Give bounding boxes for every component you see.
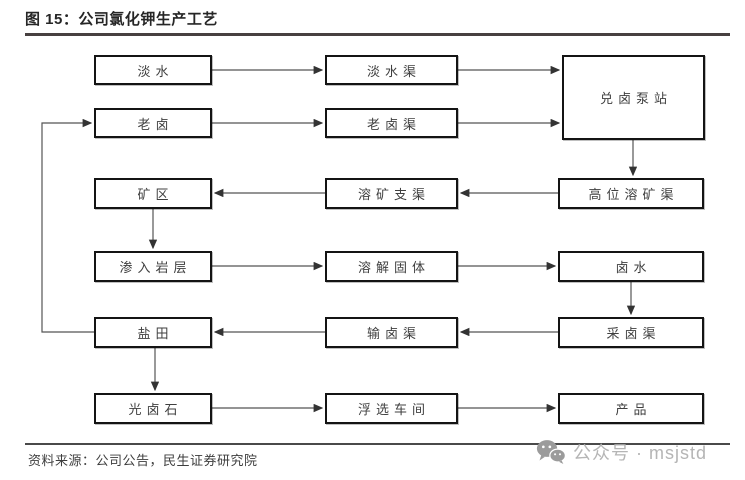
flow-node-carnallite: 光卤石: [94, 393, 212, 424]
source-note: 资料来源：公司公告，民生证券研究院: [28, 453, 258, 468]
flow-node-mining-area: 矿区: [94, 178, 212, 209]
watermark: 公众号 · msjstd: [536, 436, 707, 468]
flow-node-old-brine-channel: 老卤渠: [325, 108, 458, 138]
watermark-text: 公众号 · msjstd: [573, 443, 708, 463]
figure-title: 图 15：公司氯化钾生产工艺: [25, 11, 218, 28]
flow-node-brine-transport-channel: 输卤渠: [325, 317, 458, 348]
flow-node-flotation-workshop: 浮选车间: [325, 393, 458, 424]
flow-node-seep-into-rock-layer: 渗入岩层: [94, 251, 212, 282]
title-underline: [25, 33, 730, 36]
flow-node-ore-dissolving-branch-channel: 溶矿支渠: [325, 178, 458, 209]
flow-node-elevated-ore-dissolving-channel: 高位溶矿渠: [558, 178, 704, 209]
flow-node-salt-field: 盐田: [94, 317, 212, 348]
wechat-icon: [536, 439, 566, 464]
flow-node-product: 产品: [558, 393, 704, 424]
flow-node-old-brine: 老卤: [94, 108, 212, 138]
source-divider-line: [25, 443, 730, 445]
flow-node-brine-extraction-channel: 采卤渠: [558, 317, 704, 348]
flow-node-brine-mixing-pump-station: 兑卤泵站: [562, 55, 705, 140]
flow-node-fresh-water: 淡水: [94, 55, 212, 85]
flow-node-brine: 卤水: [558, 251, 704, 282]
flow-node-fresh-water-channel: 淡水渠: [325, 55, 458, 85]
flow-node-dissolve-solids: 溶解固体: [325, 251, 458, 282]
